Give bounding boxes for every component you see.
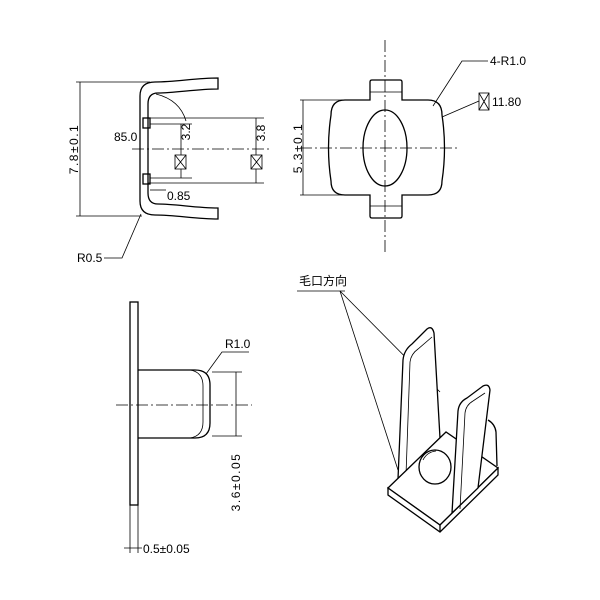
- burr-direction-leader-1: [339, 290, 399, 471]
- base-plate-section: [129, 301, 139, 506]
- left-flange: [397, 327, 441, 481]
- thickness-label: 0.85: [167, 189, 191, 203]
- bottom-flange: [139, 192, 219, 220]
- angle-label: 85.0: [114, 130, 138, 144]
- right-flange: [451, 384, 491, 515]
- angle-arc: [155, 93, 187, 122]
- width-dimension-label: 5.3±0.1: [291, 123, 305, 173]
- plate-thickness-label: 0.5±0.05: [143, 542, 190, 556]
- isometric-view: 毛口方向: [297, 273, 500, 533]
- right-flange-thickness: [459, 392, 486, 510]
- flatness-symbol-icon: [174, 154, 187, 170]
- bend-radius-label: R0.5: [77, 251, 103, 265]
- tab-inner-profile: [189, 369, 204, 439]
- side-view: 7.8±0.1 85.0 3.8 3.2: [67, 77, 272, 265]
- tab-radius-leader: [205, 351, 249, 375]
- corner-radius-leader: [432, 60, 488, 107]
- flatness-leader: [441, 100, 480, 118]
- outer-dimension-label: 3.8: [254, 124, 268, 141]
- burr-direction-label: 毛口方向: [299, 273, 347, 288]
- tab-radius-label: R1.0: [225, 337, 251, 351]
- corner-radius-label: 4-R1.0: [490, 54, 526, 68]
- flatness-symbol-icon: [478, 92, 490, 111]
- bend-radius-leader: [104, 213, 142, 259]
- iso-center-hole: [418, 449, 452, 485]
- front-view-body-outline: [327, 79, 446, 219]
- iso-hole-inner-edge: [422, 450, 437, 461]
- base-plate-rear-edge: [487, 419, 498, 467]
- flatness-value-label: 11.80: [492, 95, 521, 109]
- inner-dimension-label: 3.2: [179, 123, 193, 140]
- flatness-symbol-icon: [250, 154, 263, 170]
- left-flange-thickness: [405, 336, 433, 476]
- top-flange: [139, 77, 219, 105]
- plate-tab-upper: [142, 117, 151, 129]
- tab-height-label: 3.6±0.05: [229, 453, 243, 512]
- front-view: 5.3±0.1 4-R1.0 11.80: [291, 40, 526, 252]
- plate-tab-lower: [142, 173, 151, 185]
- height-dimension-label: 7.8±0.1: [67, 124, 81, 174]
- tab-outer-profile: [138, 369, 211, 439]
- section-view: 0.5±0.05 3.6±0.05 R1.0: [116, 301, 252, 556]
